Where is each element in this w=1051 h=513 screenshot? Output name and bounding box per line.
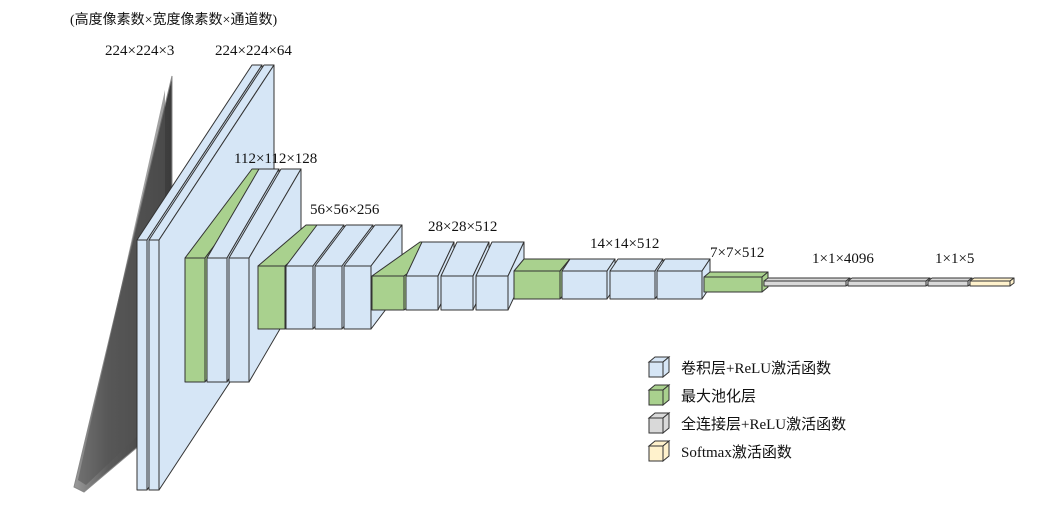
label-conv3: 56×56×256 bbox=[310, 202, 380, 218]
label-fc: 1×1×4096 bbox=[812, 251, 874, 267]
legend-item-pool: 最大池化层 bbox=[647, 384, 756, 406]
conv4-block-3 bbox=[475, 241, 525, 311]
pool5-block bbox=[703, 271, 769, 293]
cube-icon-pool bbox=[647, 384, 671, 406]
label-softmax: 1×1×5 bbox=[935, 251, 975, 267]
dimension-caption: (高度像素数×宽度像素数×通道数) bbox=[70, 13, 278, 28]
legend-label-conv: 卷积层+ReLU激活函数 bbox=[681, 360, 832, 377]
label-conv5: 14×14×512 bbox=[590, 236, 660, 252]
cube-icon-fc bbox=[647, 412, 671, 434]
fc-block-1 bbox=[763, 277, 851, 287]
label-conv1: 224×224×64 bbox=[215, 43, 292, 59]
label-input: 224×224×3 bbox=[105, 43, 175, 59]
legend-item-fc: 全连接层+ReLU激活函数 bbox=[647, 412, 846, 434]
label-pool5: 7×7×512 bbox=[710, 245, 765, 261]
cube-icon-softmax bbox=[647, 440, 671, 462]
conv5-block-3 bbox=[656, 258, 711, 300]
label-conv2: 112×112×128 bbox=[234, 151, 318, 167]
conv5-block-2 bbox=[609, 258, 664, 300]
cube-icon-conv bbox=[647, 356, 671, 378]
legend-item-softmax: Softmax激活函数 bbox=[647, 440, 792, 462]
fc-block-2 bbox=[847, 277, 931, 287]
legend-label-pool: 最大池化层 bbox=[681, 388, 757, 405]
legend-label-fc: 全连接层+ReLU激活函数 bbox=[681, 416, 847, 433]
softmax-block bbox=[969, 277, 1015, 287]
conv5-block-1 bbox=[561, 258, 616, 300]
legend-item-conv: 卷积层+ReLU激活函数 bbox=[647, 356, 831, 378]
layer-blocks bbox=[136, 64, 1015, 491]
legend-label-softmax: Softmax激活函数 bbox=[681, 444, 792, 461]
label-conv4: 28×28×512 bbox=[428, 219, 498, 235]
fc-block-3 bbox=[927, 277, 973, 287]
